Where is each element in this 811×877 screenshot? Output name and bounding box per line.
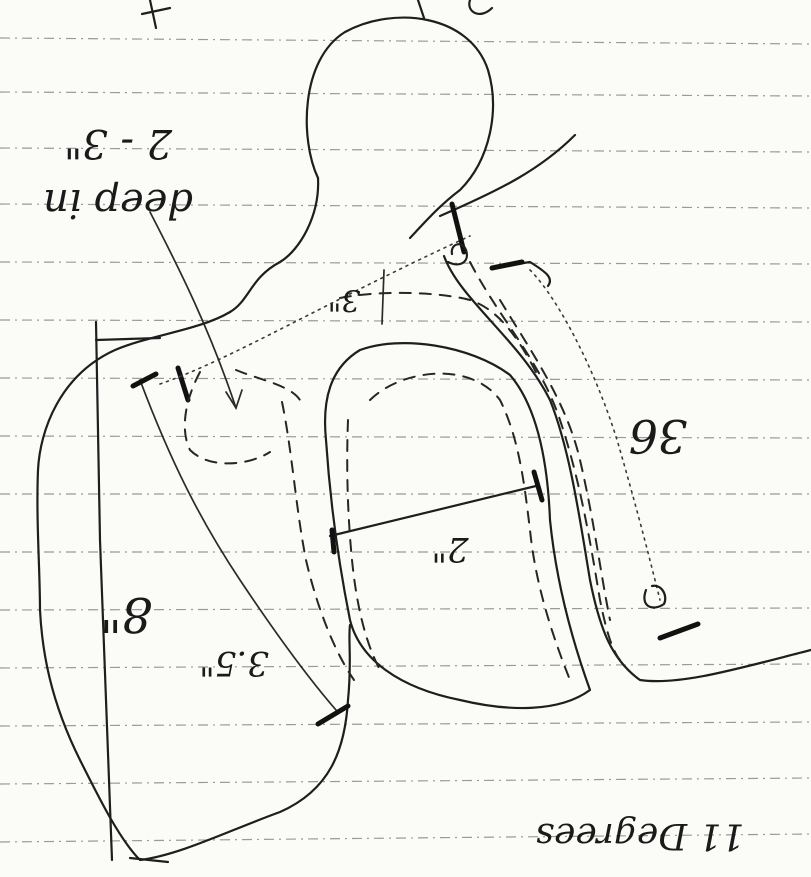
pointer-arrow	[149, 211, 237, 409]
right-dashed-outline	[469, 261, 621, 661]
inner-dashed-outline	[183, 371, 271, 465]
measure-line-36	[529, 269, 661, 601]
tick-mark	[329, 527, 337, 555]
tick-mark	[175, 365, 191, 403]
neck-mark	[446, 243, 468, 266]
cup-dashed-outline	[281, 401, 355, 681]
measure-line-3-5	[139, 379, 337, 711]
tick-mark	[531, 469, 545, 503]
label-measure-2: 2"	[431, 529, 469, 569]
shoulder-dotted-line	[159, 235, 471, 385]
measure-line-2	[328, 484, 538, 538]
cup-outline	[323, 342, 592, 710]
label-top-measure: 2 - 3"	[64, 120, 173, 166]
head-outline	[305, 16, 495, 240]
label-measure-3: 3"	[328, 282, 361, 317]
inner-dashed-outline	[235, 369, 301, 401]
shoulder-right-outline	[438, 133, 577, 218]
right-dashed-outline	[499, 299, 611, 621]
label-measure-36: 36	[629, 409, 688, 463]
top-edge-scribble	[140, 0, 494, 30]
cup-dashed-outline	[339, 291, 541, 381]
label-degrees: 11 Degrees	[536, 815, 745, 856]
pointer-arrow	[225, 389, 243, 410]
cup-inner-dashed-outline	[346, 419, 381, 671]
measure-cap-bottom	[128, 856, 170, 864]
torso-outline	[36, 310, 352, 862]
tick-mark	[489, 259, 525, 271]
label-measure-3-5: 3.5"	[199, 643, 269, 683]
label-deep-in: deep in	[43, 180, 193, 226]
ruled-lines	[0, 37, 811, 843]
measure-line-8	[94, 320, 114, 862]
cup-inner-dashed-outline	[369, 372, 571, 681]
tick-mark	[657, 621, 701, 641]
tick-mark	[315, 703, 351, 727]
measure-line-3	[381, 269, 385, 325]
loop-mark	[643, 584, 667, 609]
right-side-outline	[442, 254, 811, 683]
measure-cap-top	[94, 336, 162, 342]
neck-outline	[228, 176, 320, 314]
label-measure-8: 8"	[100, 586, 153, 642]
tick-mark	[130, 371, 159, 389]
neck-mark	[490, 260, 552, 288]
